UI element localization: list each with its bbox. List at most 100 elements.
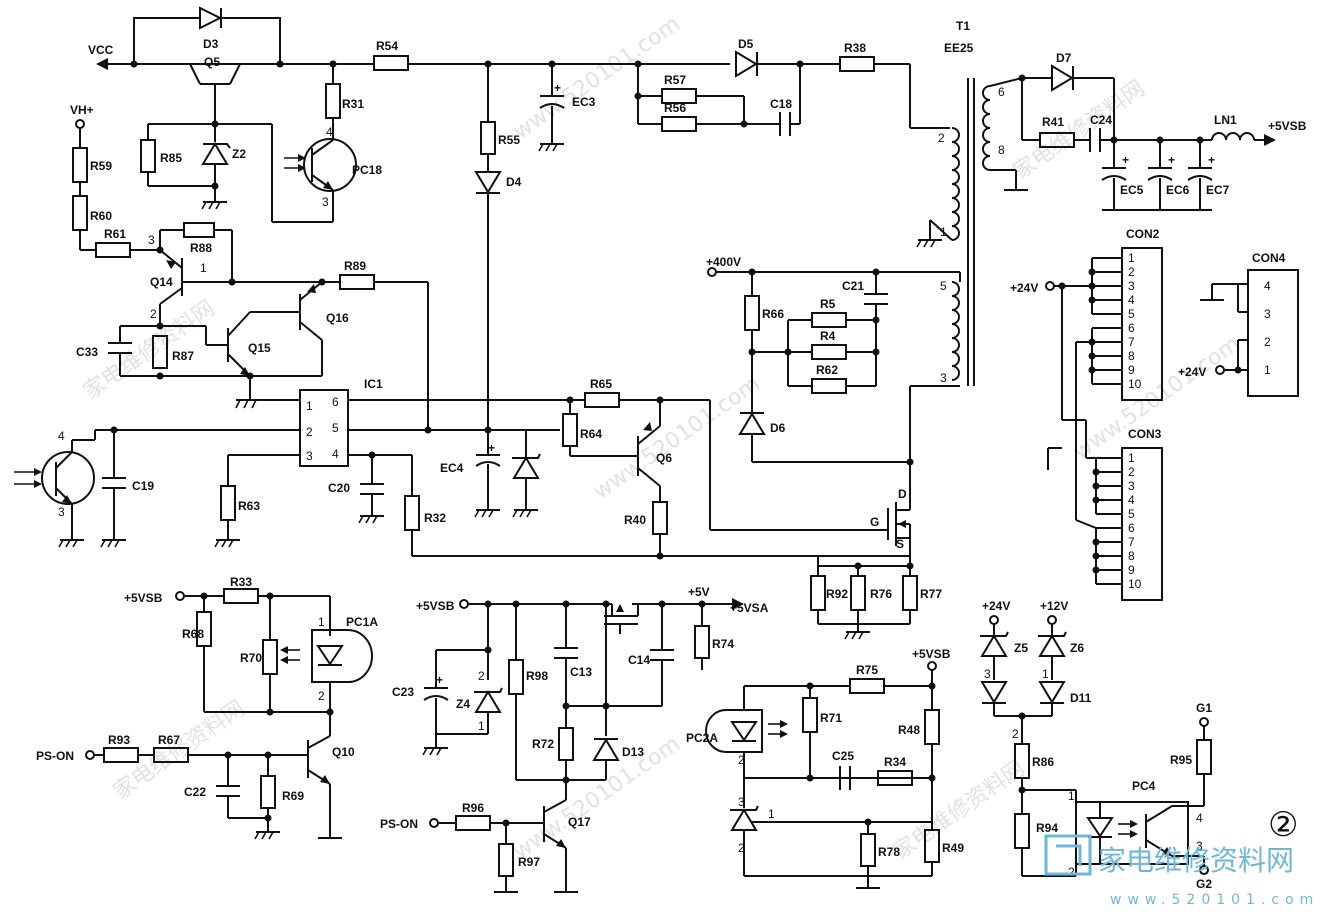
- resistor-r40-icon: [652, 501, 668, 535]
- label-r67: R67: [158, 733, 180, 747]
- resistor-r93-icon: [103, 747, 139, 763]
- svg-text:9: 9: [1128, 363, 1135, 377]
- optocoupler-pc2a-icon: [705, 709, 763, 753]
- svg-text:1: 1: [1128, 251, 1135, 265]
- q15-q16-section: Q16 Q15 C33 R87: [76, 281, 349, 409]
- svg-text:10: 10: [1128, 377, 1142, 391]
- svg-text:2: 2: [306, 425, 313, 439]
- svg-text:+: +: [1168, 153, 1175, 167]
- svg-text:1: 1: [1128, 451, 1135, 465]
- label-r55: R55: [498, 133, 520, 147]
- diode-d11b-icon: [1038, 681, 1066, 704]
- label-r96: R96: [462, 801, 484, 815]
- label-r95: R95: [1170, 753, 1192, 767]
- resistor-r95-icon: [1196, 739, 1212, 775]
- svg-text:1: 1: [478, 719, 485, 733]
- label-r76: R76: [870, 587, 892, 601]
- label-ps-on-1: PS-ON: [36, 749, 74, 763]
- svg-text:4: 4: [1128, 493, 1135, 507]
- label-d5: D5: [738, 37, 754, 51]
- resistor-r63-icon: [220, 485, 236, 521]
- clamp-section: +400V C21 R66 R5 R4 R62 D6: [706, 255, 961, 490]
- label-r71: R71: [820, 711, 842, 725]
- label-c22: C22: [184, 785, 206, 799]
- resistor-r64-icon: [562, 413, 578, 447]
- svg-text:3: 3: [738, 795, 745, 809]
- zener-z6-icon: [1038, 634, 1066, 657]
- svg-text:2: 2: [1128, 265, 1135, 279]
- resistor-r56-icon: [661, 116, 697, 132]
- vh-label: VH+: [70, 103, 94, 117]
- label-z2: Z2: [232, 147, 246, 161]
- label-r93: R93: [108, 733, 130, 747]
- output-5vsb-section: D7 R41 C24 + EC5 + EC6 + EC7 LN1: [1018, 51, 1307, 211]
- svg-text:5: 5: [940, 279, 947, 293]
- svg-text:1: 1: [318, 615, 325, 629]
- label-r4: R4: [820, 329, 836, 343]
- zener-z2-icon: [201, 142, 229, 165]
- label-c33: C33: [76, 345, 98, 359]
- label-24v-b: +24V: [1178, 365, 1206, 379]
- shunt-regulator-icon: [730, 808, 758, 831]
- svg-text:家电维修资料网: 家电维修资料网: [1098, 844, 1294, 877]
- led-pc1a-icon: [316, 645, 344, 666]
- label-r56: R56: [664, 101, 686, 115]
- label-d6: D6: [770, 421, 786, 435]
- connector-con3-body: [1121, 447, 1163, 601]
- resistor-r4-icon: [811, 344, 847, 360]
- resistor-r72-icon: [558, 727, 574, 761]
- label-r31: R31: [342, 97, 364, 111]
- vcc-arrow-icon: [96, 58, 108, 70]
- diode-d11a-icon: [980, 681, 1008, 704]
- svg-text:5: 5: [1128, 507, 1135, 521]
- label-z4: Z4: [456, 697, 470, 711]
- ic1-body: [299, 389, 349, 467]
- phototransistor-pc19-icon: [41, 451, 95, 505]
- resistor-r94-icon: [1014, 813, 1030, 849]
- connector-con4-body: [1247, 269, 1299, 397]
- label-ee25: EE25: [944, 41, 974, 55]
- svg-text:D: D: [898, 487, 907, 501]
- label-24v-c: +24V: [982, 599, 1010, 613]
- label-t1: T1: [956, 19, 970, 33]
- label-d11: D11: [1070, 691, 1092, 705]
- con2-pins: 1 2 3 4 5 6 7 8 9 10: [1128, 251, 1142, 391]
- resistor-r96-icon: [455, 815, 491, 831]
- svg-text:+: +: [554, 81, 561, 95]
- label-r77: R77: [920, 587, 942, 601]
- label-ps-on-2: PS-ON: [380, 817, 418, 831]
- resistor-r78-icon: [860, 833, 876, 867]
- svg-text:4: 4: [1264, 279, 1271, 293]
- diode-d3-icon: [199, 6, 223, 30]
- label-ic1: IC1: [364, 377, 383, 391]
- ec3-section: + EC3: [538, 64, 596, 152]
- diode-d6-icon: [738, 412, 766, 435]
- label-d13: D13: [622, 745, 644, 759]
- svg-text:4: 4: [326, 125, 333, 139]
- label-c18: C18: [770, 97, 792, 111]
- resistor-r66-icon: [744, 295, 760, 331]
- label-c21: C21: [842, 279, 864, 293]
- con2-section: CON2 1 2 3 4 5 6 7 8 9 10 +24V: [1010, 227, 1163, 520]
- label-5vsb-out: +5VSB: [1268, 119, 1307, 133]
- label-c13: C13: [570, 665, 592, 679]
- svg-text:www.520101.com: www.520101.com: [509, 731, 685, 864]
- svg-text:1: 1: [1042, 667, 1049, 681]
- svg-text:4: 4: [332, 447, 339, 461]
- vcc-label: VCC: [88, 43, 114, 57]
- label-d4: D4: [506, 175, 522, 189]
- svg-text:8: 8: [998, 143, 1005, 157]
- svg-text:6: 6: [1128, 521, 1135, 535]
- svg-text:G: G: [870, 515, 879, 529]
- resistor-r32-icon: [404, 495, 420, 531]
- resistor-r33-icon: [223, 588, 259, 604]
- label-ec5: EC5: [1120, 183, 1144, 197]
- label-r32: R32: [424, 511, 446, 525]
- label-r38: R38: [844, 41, 866, 55]
- driver-section: R65 R64 Q6 R40 D G S: [560, 377, 942, 640]
- led-pc4-icon: [1086, 817, 1114, 838]
- label-pc1a: PC1A: [346, 615, 378, 629]
- label-5vsb-1: +5VSB: [124, 591, 163, 605]
- resistor-r97-icon: [498, 843, 514, 877]
